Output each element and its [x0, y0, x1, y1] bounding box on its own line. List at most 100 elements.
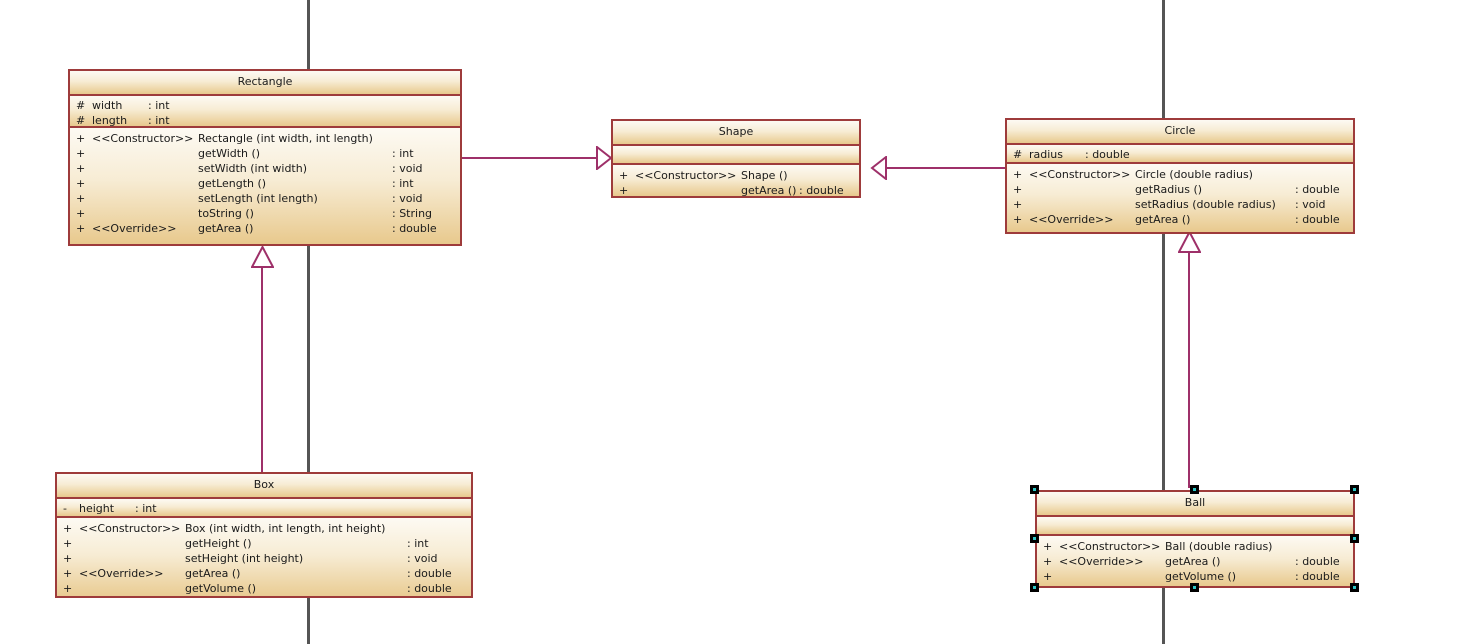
- operation-signature: setWidth (int width): [198, 162, 308, 175]
- operation-signature: getVolume (): [185, 582, 257, 595]
- operation-return-type: : double: [1295, 555, 1340, 568]
- shape-operations-compartment: + <<Constructor>> Shape () + getArea () …: [613, 163, 859, 196]
- operation-row[interactable]: + <<Constructor>> Rectangle (int width, …: [70, 131, 460, 146]
- visibility-marker: +: [63, 522, 73, 535]
- visibility-marker: +: [63, 582, 73, 595]
- circle-attributes-compartment: # radius : double: [1007, 143, 1353, 162]
- operation-row[interactable]: + setWidth (int width) : void: [70, 161, 460, 176]
- operation-return-type: : void: [392, 162, 423, 175]
- uml-class-box[interactable]: Box - height : int + <<Constructor>> Box…: [55, 472, 473, 598]
- operation-row[interactable]: + <<Override>> getArea () : double: [1037, 554, 1353, 569]
- operation-row[interactable]: + getWidth () : int: [70, 146, 460, 161]
- operation-signature: setRadius (double radius): [1135, 198, 1276, 211]
- stereotype-label: <<Constructor>>: [635, 169, 737, 182]
- operation-return-type: : int: [392, 147, 414, 160]
- uml-class-circle[interactable]: Circle # radius : double + <<Constructor…: [1005, 118, 1355, 234]
- shape-name-compartment: Shape: [613, 121, 859, 144]
- uml-class-ball[interactable]: Ball + <<Constructor>> Ball (double radi…: [1035, 490, 1355, 588]
- operation-return-type: : double: [407, 582, 452, 595]
- visibility-marker: +: [63, 552, 73, 565]
- selection-handle-top-center[interactable]: [1190, 485, 1199, 494]
- operation-signature: getRadius (): [1135, 183, 1203, 196]
- operation-row[interactable]: + <<Constructor>> Ball (double radius): [1037, 539, 1353, 554]
- stereotype-label: <<Override>>: [92, 222, 177, 235]
- ball-name-compartment: Ball: [1037, 492, 1353, 515]
- operation-signature: getWidth (): [198, 147, 261, 160]
- operation-row[interactable]: + setLength (int length) : void: [70, 191, 460, 206]
- generalization-ball-circle-line[interactable]: [1188, 252, 1190, 488]
- box-attributes-compartment: - height : int: [57, 497, 471, 516]
- ball-operations-compartment: + <<Constructor>> Ball (double radius) +…: [1037, 534, 1353, 586]
- stereotype-label: <<Constructor>>: [1059, 540, 1161, 553]
- operation-signature: Circle (double radius): [1135, 168, 1253, 181]
- operation-signature: Ball (double radius): [1165, 540, 1273, 553]
- selection-handle-bottom-right[interactable]: [1350, 583, 1359, 592]
- visibility-marker: +: [76, 147, 86, 160]
- ball-class-name: Ball: [1184, 496, 1206, 509]
- operation-row[interactable]: + getVolume () : double: [57, 581, 471, 596]
- shape-attributes-compartment: [613, 144, 859, 163]
- visibility-marker: +: [619, 184, 629, 197]
- operation-signature: getArea (): [198, 222, 254, 235]
- generalization-circle-shape-line[interactable]: [886, 167, 1006, 169]
- rectangle-name-compartment: Rectangle: [70, 71, 460, 94]
- visibility-marker: +: [76, 207, 86, 220]
- attribute-name: width: [92, 99, 123, 112]
- selection-handle-middle-left[interactable]: [1030, 534, 1039, 543]
- rectangle-attributes-compartment: # width : int # length : int: [70, 94, 460, 128]
- selection-handle-top-right[interactable]: [1350, 485, 1359, 494]
- operation-row[interactable]: + getVolume () : double: [1037, 569, 1353, 584]
- operation-row[interactable]: + getRadius () : double: [1007, 182, 1353, 197]
- rectangle-class-name: Rectangle: [237, 75, 293, 88]
- visibility-marker: +: [1043, 570, 1053, 583]
- attribute-name: height: [79, 502, 115, 515]
- generalization-rectangle-shape-line[interactable]: [462, 157, 598, 159]
- visibility-marker: +: [1013, 183, 1023, 196]
- page-guide-line-left: [307, 0, 310, 644]
- ball-attributes-compartment: [1037, 515, 1353, 534]
- attribute-row[interactable]: # width : int: [70, 98, 460, 113]
- attribute-row[interactable]: # length : int: [70, 113, 460, 128]
- attribute-row[interactable]: - height : int: [57, 501, 471, 516]
- selection-handle-middle-right[interactable]: [1350, 534, 1359, 543]
- uml-class-shape[interactable]: Shape + <<Constructor>> Shape () + getAr…: [611, 119, 861, 198]
- operation-row[interactable]: + getArea () : double: [613, 183, 859, 197]
- operation-row[interactable]: + <<Override>> getArea () : double: [70, 221, 460, 236]
- operation-row[interactable]: + <<Constructor>> Circle (double radius): [1007, 167, 1353, 182]
- selection-handle-bottom-center[interactable]: [1190, 583, 1199, 592]
- attribute-type: : int: [148, 114, 170, 127]
- uml-class-rectangle[interactable]: Rectangle # width : int # length : int +…: [68, 69, 462, 246]
- shape-class-name: Shape: [718, 125, 754, 138]
- visibility-marker: #: [76, 99, 86, 112]
- operation-row[interactable]: + <<Override>> getArea () : double: [1007, 212, 1353, 227]
- operation-return-type: : double: [392, 222, 437, 235]
- generalization-box-rectangle-line[interactable]: [261, 266, 263, 472]
- stereotype-label: <<Override>>: [79, 567, 164, 580]
- visibility-marker: +: [619, 169, 629, 182]
- visibility-marker: -: [63, 502, 67, 515]
- operation-row[interactable]: + setRadius (double radius) : void: [1007, 197, 1353, 212]
- selection-handle-bottom-left[interactable]: [1030, 583, 1039, 592]
- operation-return-type: : double: [799, 184, 844, 197]
- visibility-marker: +: [63, 537, 73, 550]
- visibility-marker: +: [1013, 213, 1023, 226]
- operation-row[interactable]: + <<Override>> getArea () : double: [57, 566, 471, 581]
- page-guide-line-right: [1162, 0, 1165, 644]
- stereotype-label: <<Override>>: [1059, 555, 1144, 568]
- operation-return-type: : String: [392, 207, 433, 220]
- operation-row[interactable]: + setHeight (int height) : void: [57, 551, 471, 566]
- operation-row[interactable]: + <<Constructor>> Box (int width, int le…: [57, 521, 471, 536]
- operation-row[interactable]: + getHeight () : int: [57, 536, 471, 551]
- operation-signature: Box (int width, int length, int height): [185, 522, 386, 535]
- operation-row[interactable]: + <<Constructor>> Shape (): [613, 168, 859, 183]
- visibility-marker: +: [1043, 540, 1053, 553]
- operation-row[interactable]: + toString () : String: [70, 206, 460, 221]
- attribute-row[interactable]: # radius : double: [1007, 147, 1353, 162]
- visibility-marker: +: [63, 567, 73, 580]
- box-name-compartment: Box: [57, 474, 471, 497]
- operation-row[interactable]: + getLength () : int: [70, 176, 460, 191]
- selection-handle-top-left[interactable]: [1030, 485, 1039, 494]
- attribute-type: : int: [135, 502, 157, 515]
- visibility-marker: +: [1043, 555, 1053, 568]
